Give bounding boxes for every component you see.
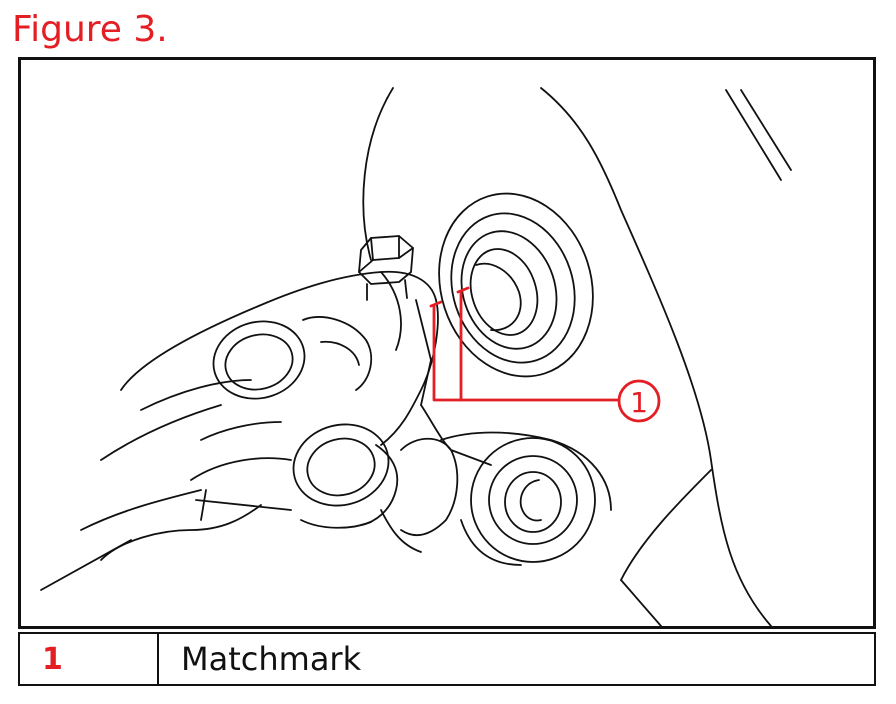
- legend-number-cell: 1: [20, 634, 159, 684]
- bearing-flange: [438, 192, 594, 378]
- housing-outline: [362, 87, 792, 626]
- matchmark-callout: [429, 286, 661, 423]
- matchmark-line-left: [432, 304, 621, 402]
- figure-title: Figure 3.: [12, 9, 168, 50]
- bolt-head: [358, 235, 414, 301]
- legend-table: 1 Matchmark: [18, 632, 876, 686]
- callout-number: 1: [630, 386, 648, 419]
- figure-frame: 1: [18, 57, 876, 629]
- legend-description-cell: Matchmark: [181, 640, 362, 678]
- steering-shaft-illustration: 1: [40, 87, 792, 626]
- universal-joint: [40, 270, 439, 591]
- callout-circle: [617, 379, 661, 423]
- lower-clamp: [380, 404, 612, 566]
